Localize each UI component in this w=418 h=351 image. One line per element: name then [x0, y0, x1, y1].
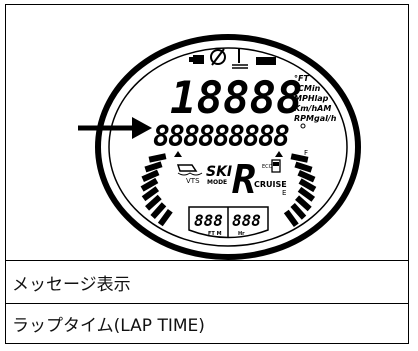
message-segment: 8 [213, 120, 230, 153]
left-bargraph [140, 153, 173, 227]
caption-label: メッセージ表示 [12, 274, 131, 295]
message-segment: 8 [168, 120, 185, 153]
vts-boat-icon [176, 164, 203, 176]
eco-label: ECO [262, 164, 273, 170]
message-segment: 8 [258, 120, 275, 153]
unit-cmin: °CMin [294, 84, 321, 93]
temperature-icon [232, 49, 248, 69]
arrow-pointer-icon [78, 117, 152, 139]
check-engine-icon [210, 48, 226, 66]
message-segment: 8 [228, 120, 245, 153]
fuel-pump-icon [271, 159, 281, 173]
message-segment: 8 [153, 120, 170, 153]
mode-label: MODE [207, 179, 227, 186]
fuel-full-label: F [304, 149, 308, 157]
gauge-outer-ring [95, 34, 361, 260]
right-bargraph [283, 153, 317, 228]
gauge-inner-ring [108, 47, 348, 247]
caption-label: ラップタイム(LAP TIME) [12, 316, 205, 336]
small-digits-right: 888 [232, 211, 261, 230]
small-unit-right: Hr [238, 231, 245, 237]
caption-lap-time: ラップタイム(LAP TIME) [6, 303, 408, 343]
message-segment: 8 [183, 120, 200, 153]
cruise-label: CRUISE [254, 180, 287, 189]
fuel-empty-label: E [282, 189, 286, 197]
battery-icon [256, 57, 276, 65]
gauge-illustration: 18888 °FT °CMin MPHlap Km/hAM RPMgal/h 8… [78, 34, 361, 260]
left-triangle-icon [174, 151, 182, 157]
unit-rpmgalh: RPMgal/h [294, 114, 337, 123]
message-segment: 8 [198, 120, 215, 153]
small-unit-left: FT M [208, 231, 222, 237]
vts-label: VTS [186, 177, 200, 185]
main-digits: 18888 [170, 73, 302, 124]
right-triangle-icon [275, 151, 283, 157]
caption-message-display: メッセージ表示 [6, 260, 408, 303]
unit-kmham: Km/hAM [294, 104, 331, 113]
ski-label: SKI [206, 164, 232, 180]
oil-pressure-icon [189, 55, 204, 64]
small-digits-left: 888 [194, 211, 223, 230]
manual-figure-frame: 18888 °FT °CMin MPHlap Km/hAM RPMgal/h 8… [5, 4, 409, 344]
unit-ft: °FT [294, 74, 309, 83]
degree-dot-icon [300, 123, 306, 129]
gear-indicator: R [232, 157, 256, 203]
unit-mphlap: MPHlap [294, 94, 329, 103]
message-segment: 8 [273, 120, 290, 153]
message-segment: 8 [243, 120, 260, 153]
